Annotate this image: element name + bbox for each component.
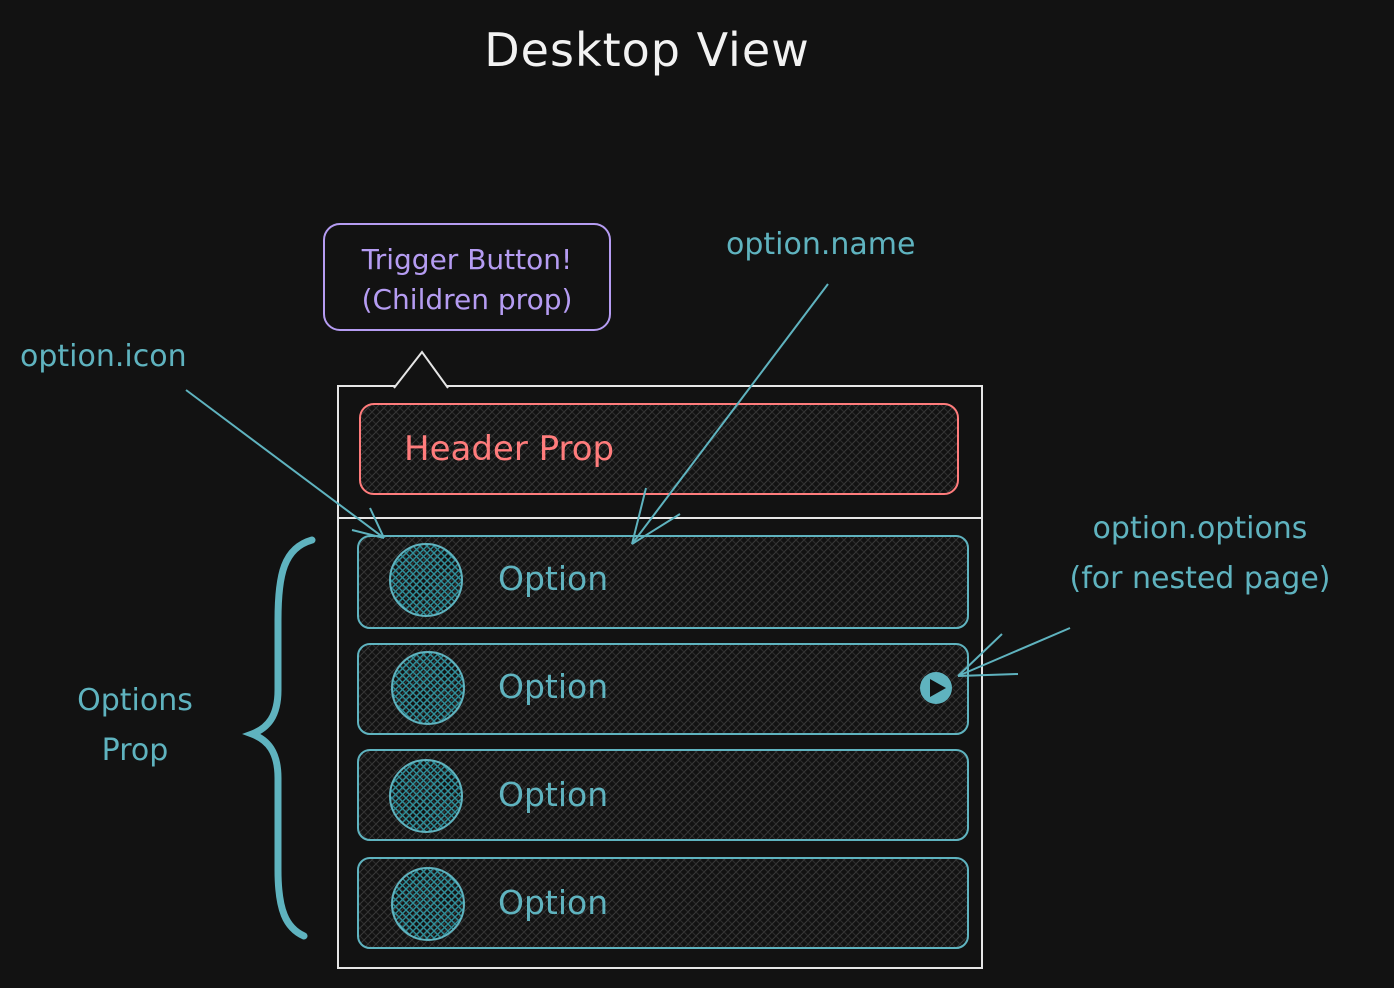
option-row-box xyxy=(357,857,969,949)
trigger-note-line1: Trigger Button! xyxy=(361,243,573,276)
dropdown-caret xyxy=(393,350,449,389)
option-label[interactable]: Option xyxy=(498,775,609,814)
circle-icon xyxy=(391,867,465,941)
option-label[interactable]: Option xyxy=(498,667,609,706)
header-label: Header Prop xyxy=(404,429,615,469)
arrow-option-icon xyxy=(185,389,385,539)
annotation-option-options-line2: (for nested page) xyxy=(1069,561,1331,596)
header-box xyxy=(359,403,959,495)
option-row-box xyxy=(357,749,969,841)
option-label[interactable]: Option xyxy=(498,883,609,922)
option-row[interactable] xyxy=(357,749,969,841)
annotation-option-options-line1: option.options xyxy=(1092,511,1308,546)
options-brace xyxy=(242,536,316,940)
dropdown-container xyxy=(337,385,983,969)
trigger-note-box xyxy=(323,223,611,331)
option-label[interactable]: Option xyxy=(498,559,609,598)
annotation-options-prop-line1: Options xyxy=(77,683,193,718)
option-row[interactable] xyxy=(357,643,969,735)
option-row-box xyxy=(357,535,969,629)
circle-icon xyxy=(389,759,463,833)
option-row[interactable] xyxy=(357,535,969,629)
annotation-option-name: option.name xyxy=(726,227,916,262)
annotation-option-icon: option.icon xyxy=(20,339,187,374)
circle-icon xyxy=(389,543,463,617)
play-icon[interactable] xyxy=(920,672,952,704)
option-row-box xyxy=(357,643,969,735)
arrow-option-options xyxy=(957,627,1071,677)
annotation-options-prop-line2: Prop xyxy=(101,733,169,768)
page-title: Desktop View xyxy=(484,23,810,77)
trigger-note-line2: (Children prop) xyxy=(361,283,573,316)
option-row[interactable] xyxy=(357,857,969,949)
arrow-option-name xyxy=(631,283,829,545)
circle-icon xyxy=(391,651,465,725)
